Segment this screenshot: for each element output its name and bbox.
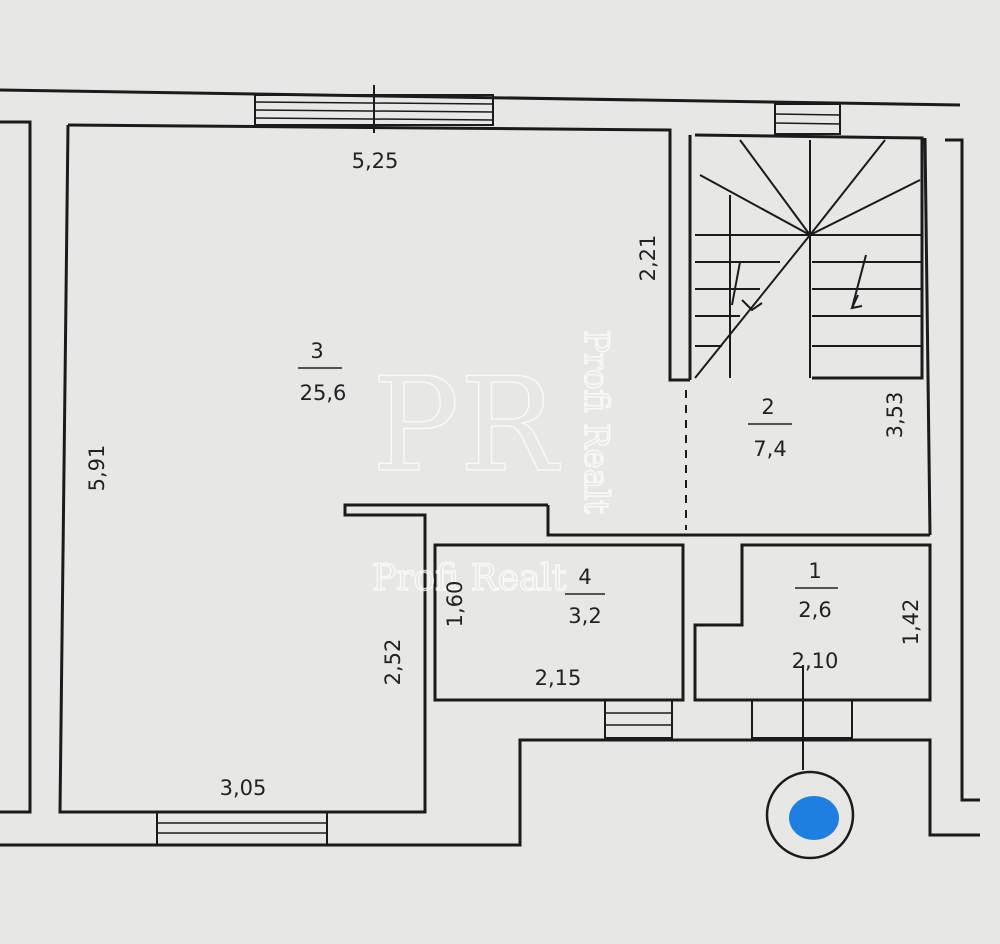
- room-labels: 3 25,6 2 7,4 4 3,2 1 2,6: [298, 339, 838, 628]
- dim-room1-right: 1,42: [899, 599, 923, 646]
- room-4-number: 4: [578, 565, 591, 589]
- staircase: [694, 139, 922, 379]
- room-1-number: 1: [808, 559, 821, 583]
- room-3-number: 3: [310, 339, 323, 363]
- watermark-monogram: PR: [372, 349, 560, 501]
- dim-top-wall: 5,25: [352, 149, 399, 173]
- dim-room4-left: 1,60: [443, 581, 467, 628]
- dim-left-wall: 5,91: [85, 445, 109, 492]
- dimension-labels: 5,25 3,05 2,15 2,10 5,91 2,52 2,21 3,53 …: [85, 149, 923, 800]
- watermark-text-vertical: Profi Realt: [576, 330, 616, 514]
- dim-room3-lower-right: 2,52: [381, 639, 405, 686]
- room-2-number: 2: [761, 395, 774, 419]
- window-stair: [774, 103, 841, 135]
- dim-stair-upper: 2,21: [636, 235, 660, 282]
- window-room4: [604, 699, 673, 739]
- dim-room4-bottom: 2,15: [535, 666, 582, 690]
- room-1-area: 2,6: [798, 598, 831, 622]
- dim-room1-bottom: 2,10: [792, 649, 839, 673]
- room-4-area: 3,2: [568, 604, 601, 628]
- watermark: PR Profi Realt Profi Realt: [371, 329, 617, 600]
- watermark-text: Profi Realt: [372, 558, 567, 599]
- room-3-area: 25,6: [300, 381, 347, 405]
- room-2-area: 7,4: [753, 437, 786, 461]
- dim-bottom-wall: 3,05: [220, 776, 267, 800]
- walls: [0, 88, 980, 847]
- window-bottom: [156, 811, 328, 846]
- blue-dot-marker-icon: [765, 665, 855, 860]
- dim-room2-right: 3,53: [883, 392, 907, 439]
- windows: [156, 85, 853, 846]
